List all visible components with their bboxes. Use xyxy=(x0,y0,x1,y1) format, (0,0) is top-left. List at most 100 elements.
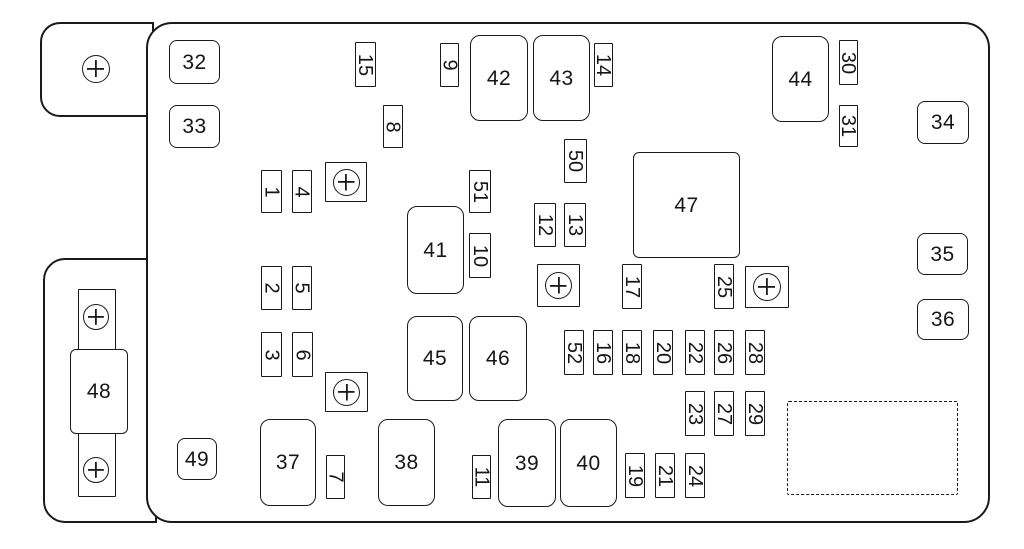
fuse-21: 21 xyxy=(654,453,676,498)
fuse-label: 23 xyxy=(684,402,706,425)
fuse-label: 16 xyxy=(592,341,614,364)
fuse-cavity-37: 37 xyxy=(260,419,316,506)
fuse-label: 24 xyxy=(684,464,706,487)
fuse-label: 13 xyxy=(564,213,586,237)
fuse-27: 27 xyxy=(713,391,735,436)
bolt-icon xyxy=(83,304,109,330)
fuse-label: 25 xyxy=(713,275,735,298)
cavity-label: 40 xyxy=(576,451,601,475)
fuse-cavity-40: 40 xyxy=(560,419,617,507)
fuse-15: 15 xyxy=(354,42,377,87)
fuse-22: 22 xyxy=(684,330,706,375)
fuse-9: 9 xyxy=(438,43,461,87)
fuse-cavity-43: 43 xyxy=(533,35,590,121)
fuse-17: 17 xyxy=(621,264,643,309)
fuse-cavity-32: 32 xyxy=(169,40,220,84)
fuse-cavity-46: 46 xyxy=(469,316,527,401)
fuse-8: 8 xyxy=(382,105,404,148)
cavity-label: 42 xyxy=(486,66,512,90)
fuse-16: 16 xyxy=(592,330,614,375)
fuse-6: 6 xyxy=(291,332,314,377)
bolt-icon xyxy=(753,273,781,301)
fuse-label: 1 xyxy=(260,185,283,198)
bolt-icon xyxy=(82,55,110,83)
fuse-cavity-38: 38 xyxy=(378,419,435,506)
fuse-label: 21 xyxy=(654,464,676,487)
fuse-7: 7 xyxy=(324,455,347,499)
bolt-terminal-3 xyxy=(745,266,789,308)
empty-slot-dashed xyxy=(787,401,958,495)
fuse-label: 20 xyxy=(652,341,674,364)
fuse-label: 7 xyxy=(324,471,347,483)
fuse-2: 2 xyxy=(261,266,283,310)
fuse-label: 4 xyxy=(291,185,313,198)
cavity-label: 41 xyxy=(423,238,448,262)
cavity-label: 32 xyxy=(182,50,207,74)
cavity-label: 35 xyxy=(930,242,955,266)
fuse-label: 6 xyxy=(291,348,314,361)
fuse-23: 23 xyxy=(684,391,706,436)
fuse-cavity-34: 34 xyxy=(917,101,969,144)
cavity-label: 36 xyxy=(930,308,956,331)
bolt-icon xyxy=(332,168,360,196)
fuse-25: 25 xyxy=(713,264,735,309)
fuse-18: 18 xyxy=(621,330,643,375)
fuse-label: 27 xyxy=(713,402,735,425)
fuse-label: 12 xyxy=(534,213,556,237)
fuse-label: 31 xyxy=(837,114,860,138)
bolt-icon xyxy=(333,378,360,406)
fuse-label: 22 xyxy=(684,341,706,364)
fuse-label: 17 xyxy=(621,275,643,298)
cavity-label: 49 xyxy=(184,447,210,471)
fuse-12: 12 xyxy=(534,203,556,247)
cavity-label: 33 xyxy=(182,115,207,138)
fuse-label: 5 xyxy=(291,282,313,294)
fuse-cavity-33: 33 xyxy=(169,105,220,148)
cavity-label: 38 xyxy=(394,451,419,474)
fuse-3: 3 xyxy=(261,332,283,377)
fuse-label: 18 xyxy=(621,341,643,364)
fuse-28: 28 xyxy=(744,330,766,375)
fuse-label: 10 xyxy=(469,244,491,267)
fuse-31: 31 xyxy=(837,105,860,147)
fuse-13: 13 xyxy=(564,203,586,247)
fuse-11: 11 xyxy=(470,455,493,499)
fuse-10: 10 xyxy=(469,233,491,278)
fuse-30: 30 xyxy=(837,40,860,85)
fuse-label: 30 xyxy=(837,51,860,74)
cavity-label: 47 xyxy=(674,193,699,217)
fuse-label: 8 xyxy=(382,120,404,133)
bolt-icon xyxy=(545,272,572,299)
fuse-50: 50 xyxy=(564,139,587,183)
bolt-terminal-4 xyxy=(325,372,368,412)
fuse-cavity-42: 42 xyxy=(470,35,528,121)
cavity-label: 34 xyxy=(930,111,956,134)
fuse-4: 4 xyxy=(291,170,313,213)
fuse-label: 15 xyxy=(354,53,377,76)
fuse-label: 28 xyxy=(744,341,766,364)
fuse-cavity-47: 47 xyxy=(633,152,740,258)
fuse-label: 19 xyxy=(624,464,646,487)
fuse-cavity-48: 48 xyxy=(70,349,128,434)
fuse-14: 14 xyxy=(592,43,615,87)
fuse-19: 19 xyxy=(624,453,646,498)
fuse-29: 29 xyxy=(744,391,766,436)
fuse-label: 14 xyxy=(592,53,615,77)
fuse-label: 9 xyxy=(438,59,461,71)
fuse-label: 11 xyxy=(470,466,493,488)
fuse-51: 51 xyxy=(469,170,491,213)
cavity-label: 43 xyxy=(549,66,574,90)
cavity-label: 37 xyxy=(275,451,301,474)
bolt-terminal-1 xyxy=(325,162,367,202)
fuse-52: 52 xyxy=(563,330,585,375)
fuse-cavity-41: 41 xyxy=(407,206,464,294)
cavity-label: 46 xyxy=(485,347,511,370)
fuse-label: 52 xyxy=(563,341,585,364)
fuse-20: 20 xyxy=(652,330,674,375)
fuse-cavity-45: 45 xyxy=(407,316,463,401)
fuse-24: 24 xyxy=(684,453,706,498)
fuse-label: 26 xyxy=(713,341,735,364)
fuse-26: 26 xyxy=(713,330,735,375)
bolt-terminal-2 xyxy=(537,264,580,307)
